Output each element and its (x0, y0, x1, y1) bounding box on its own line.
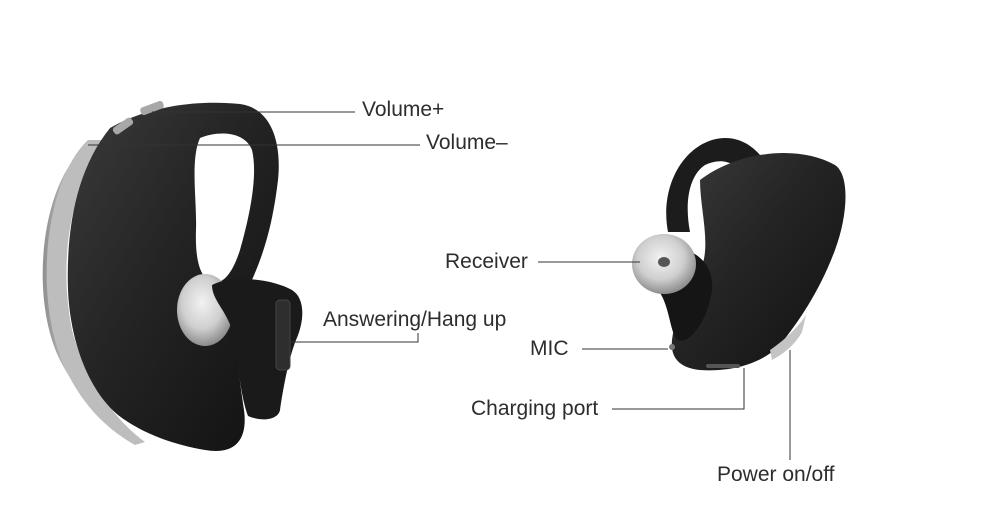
label-volume-down: Volume– (426, 131, 508, 154)
left-headset-trim (42, 150, 130, 440)
leader-answer-hangup (283, 333, 419, 343)
right-headset-trim (770, 315, 806, 360)
leader-charging-port (612, 368, 745, 410)
mic-hole (669, 344, 675, 350)
label-charging-port: Charging port (471, 397, 599, 420)
label-receiver: Receiver (445, 250, 528, 273)
right-headset-body (671, 153, 846, 371)
volume-down-button (112, 117, 134, 135)
label-mic: MIC (530, 337, 569, 360)
charging-port (706, 364, 740, 368)
label-volume-up: Volume+ (362, 98, 445, 121)
leader-lines (88, 111, 791, 460)
left-headset (42, 100, 303, 451)
right-ear-tip-hole (658, 257, 670, 267)
left-headset-trim-band (46, 140, 145, 445)
label-answer-hangup: Answering/Hang up (323, 308, 507, 331)
right-headset (632, 138, 846, 371)
left-headset-hook-opening (194, 133, 255, 283)
answer-button (275, 299, 291, 371)
volume-up-button (140, 100, 164, 116)
label-power: Power on/off (717, 463, 835, 486)
